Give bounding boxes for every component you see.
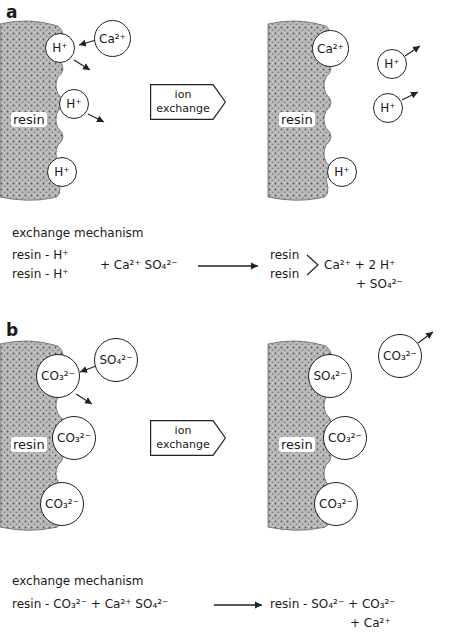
- ion-circle: SO₄²⁻: [94, 338, 138, 382]
- ion-circle: CO₃²⁻: [52, 416, 96, 460]
- motion-arrow: [418, 332, 433, 343]
- ion-circle: H⁺: [327, 157, 357, 187]
- motion-arrow: [74, 60, 90, 70]
- motion-arrow: [80, 366, 96, 372]
- arrow-box-shape: [151, 85, 226, 120]
- reaction-arrow: [214, 604, 262, 605]
- equation-text: exchange mechanism: [12, 226, 144, 240]
- ion-symbol: CO₃²⁻: [328, 431, 362, 445]
- ion-symbol: SO₄²⁻: [99, 353, 132, 367]
- ion-circle: H⁺: [373, 93, 403, 123]
- equation-text: exchange mechanism: [12, 574, 144, 588]
- equation-text: + Ca²⁺: [350, 616, 391, 630]
- equation-text: resin - H⁺: [12, 267, 69, 281]
- ion-symbol: H⁺: [52, 41, 67, 55]
- ion-symbol: H⁺: [380, 101, 395, 115]
- box-label: ion exchange: [150, 420, 226, 456]
- ion-symbol: CO₃²⁻: [41, 369, 75, 383]
- ion-circle: H⁺: [45, 33, 75, 63]
- equation-text: + Ca²⁺ SO₄²⁻: [100, 258, 178, 272]
- ion-symbol: Ca²⁺: [317, 42, 344, 56]
- ion-symbol: CO₃²⁻: [45, 497, 79, 511]
- arrow-box-shape: [151, 421, 226, 456]
- ion-symbol: H⁺: [384, 57, 399, 71]
- bracket: [307, 255, 318, 275]
- ion-circle: CO₃²⁻: [314, 482, 358, 526]
- resin-label: resin: [11, 112, 47, 127]
- equation-text: resin: [270, 267, 299, 281]
- ion-circle: H⁺: [47, 157, 77, 187]
- ion-symbol: SO₄²⁻: [313, 369, 346, 383]
- ion-symbol: CO₃²⁻: [383, 349, 417, 363]
- motion-arrow: [405, 46, 420, 56]
- ion-circle: SO₄²⁻: [308, 354, 352, 398]
- panel-letter: a: [6, 2, 17, 22]
- ion-symbol: Ca²⁺: [99, 32, 126, 46]
- reaction-arrow: [198, 265, 258, 266]
- equation-text: resin - SO₄²⁻ + CO₃²⁻: [270, 597, 396, 611]
- motion-arrow: [88, 114, 104, 122]
- equation-text: + SO₄²⁻: [356, 277, 403, 291]
- motion-arrow: [402, 92, 418, 100]
- ion-circle: CO₃²⁻: [40, 482, 84, 526]
- process-arrow-box: ion exchange: [150, 420, 226, 456]
- ion-circle: CO₃²⁻: [36, 354, 80, 398]
- ion-circle: Ca²⁺: [312, 30, 349, 67]
- ion-circle: CO₃²⁻: [378, 334, 422, 378]
- process-arrow-box: ion exchange: [150, 84, 226, 120]
- resin-label: resin: [11, 437, 47, 452]
- ion-symbol: CO₃²⁻: [319, 497, 353, 511]
- equation-text: resin - CO₃²⁻ + Ca²⁺ SO₄²⁻: [12, 597, 168, 611]
- resin-label: resin: [279, 437, 315, 452]
- ion-symbol: CO₃²⁻: [57, 431, 91, 445]
- ion-symbol: H⁺: [54, 165, 69, 179]
- ion-symbol: H⁺: [66, 97, 81, 111]
- equation-text: Ca²⁺ + 2 H⁺: [324, 258, 395, 272]
- ion-circle: H⁺: [377, 49, 407, 79]
- ion-symbol: H⁺: [334, 165, 349, 179]
- box-label: ion exchange: [150, 84, 226, 120]
- panel-letter: b: [6, 320, 18, 340]
- equation-text: resin - H⁺: [12, 248, 69, 262]
- resin-label: resin: [279, 112, 315, 127]
- motion-arrow: [76, 394, 92, 404]
- ion-circle: Ca²⁺: [94, 20, 131, 57]
- ion-circle: H⁺: [59, 89, 89, 119]
- equation-text: resin: [270, 248, 299, 262]
- ion-circle: CO₃²⁻: [323, 416, 367, 460]
